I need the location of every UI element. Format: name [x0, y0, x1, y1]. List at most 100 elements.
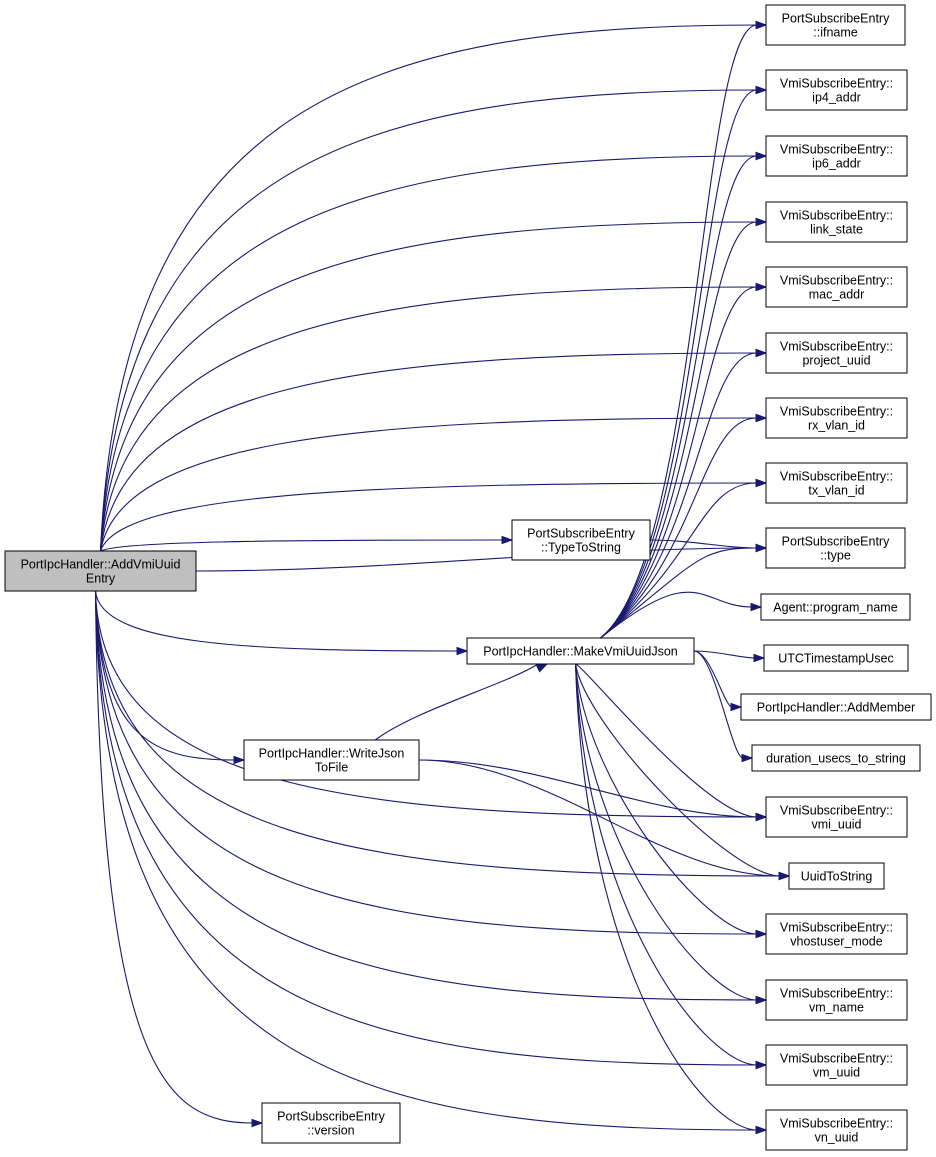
node-box	[765, 462, 908, 504]
edge-write-json-to-file-to-uuid-to-string	[418, 759, 781, 877]
node-label: tx_vlan_id	[808, 484, 864, 498]
node-type[interactable]: PortSubscribeEntry::type	[765, 527, 906, 569]
edge-make-vmi-uuid-json-to-project-uuid	[600, 352, 758, 639]
arrowhead	[755, 929, 768, 939]
node-box	[760, 593, 911, 621]
edge-make-vmi-uuid-json-to-vm-uuid	[574, 663, 758, 1066]
node-box	[765, 1044, 908, 1086]
node-uuid-to-string[interactable]: UuidToString	[788, 862, 885, 890]
arrowhead	[755, 20, 768, 30]
edge-make-vmi-uuid-json-to-vmi-uuid	[575, 663, 758, 818]
node-duration-usecs-to-string[interactable]: duration_usecs_to_string	[751, 744, 921, 772]
node-label: VmiSubscribeEntry::	[780, 77, 893, 91]
node-label: rx_vlan_id	[808, 419, 865, 433]
node-label: ::ifname	[813, 26, 858, 40]
edge-add-vmi-uuid-entry-to-rx-vlan-id	[99, 417, 758, 552]
edge-make-vmi-uuid-json-to-vhostuser-mode	[574, 663, 758, 935]
node-label: PortSubscribeEntry	[527, 527, 635, 541]
node-label: VmiSubscribeEntry::	[780, 143, 893, 157]
node-label: VmiSubscribeEntry::	[780, 987, 893, 1001]
edge-add-vmi-uuid-entry-to-vhostuser-mode	[94, 590, 758, 935]
node-box	[765, 135, 908, 177]
node-label: VmiSubscribeEntry::	[780, 804, 893, 818]
node-box	[765, 69, 908, 111]
node-vm-uuid[interactable]: VmiSubscribeEntry::vm_uuid	[765, 1044, 908, 1086]
node-label: VmiSubscribeEntry::	[780, 405, 893, 419]
node-box	[751, 744, 921, 772]
node-project-uuid[interactable]: VmiSubscribeEntry::project_uuid	[765, 332, 908, 374]
edge-add-vmi-uuid-entry-to-vmi-uuid	[94, 590, 758, 818]
node-utc-timestamp-usec[interactable]: UTCTimestampUsec	[763, 644, 909, 672]
node-vm-name[interactable]: VmiSubscribeEntry::vm_name	[765, 979, 908, 1021]
edge-add-vmi-uuid-entry-to-vn-uuid	[94, 590, 758, 1131]
node-label: UuidToString	[801, 870, 873, 884]
node-box	[765, 266, 908, 308]
node-rx-vlan-id[interactable]: VmiSubscribeEntry::rx_vlan_id	[765, 397, 908, 439]
arrowhead	[755, 478, 768, 488]
edge-make-vmi-uuid-json-to-tx-vlan-id	[600, 482, 758, 639]
node-vn-uuid[interactable]: VmiSubscribeEntry::vn_uuid	[765, 1109, 908, 1151]
node-box	[4, 550, 197, 592]
node-mac-addr[interactable]: VmiSubscribeEntry::mac_addr	[765, 266, 908, 308]
edge-add-vmi-uuid-entry-to-uuid-to-string	[94, 590, 781, 877]
node-label: vmi_uuid	[811, 818, 861, 832]
node-version[interactable]: PortSubscribeEntry::version	[261, 1102, 401, 1144]
arrowhead	[755, 413, 768, 423]
node-label: PortIpcHandler::AddVmiUuid	[21, 558, 181, 572]
arrowhead	[755, 543, 768, 553]
node-ifname[interactable]: PortSubscribeEntry::ifname	[765, 4, 906, 46]
node-label: Entry	[86, 572, 116, 586]
arrowhead	[501, 535, 514, 545]
node-label: PortIpcHandler::MakeVmiUuidJson	[483, 645, 678, 659]
node-label: ip6_addr	[812, 157, 861, 171]
node-make-vmi-uuid-json[interactable]: PortIpcHandler::MakeVmiUuidJson	[466, 637, 695, 665]
node-type-to-string[interactable]: PortSubscribeEntry::TypeToString	[511, 519, 651, 561]
arrowhead	[755, 282, 768, 292]
node-link-state[interactable]: VmiSubscribeEntry::link_state	[765, 201, 908, 243]
node-box	[765, 1109, 908, 1151]
node-label: ::TypeToString	[541, 541, 621, 555]
node-label: PortIpcHandler::AddMember	[757, 701, 915, 715]
edge-add-vmi-uuid-entry-to-tx-vlan-id	[99, 482, 758, 552]
call-nodes: PortIpcHandler::AddVmiUuidEntryPortSubsc…	[4, 4, 932, 1151]
node-label: VmiSubscribeEntry::	[780, 921, 893, 935]
node-add-member[interactable]: PortIpcHandler::AddMember	[740, 693, 932, 721]
node-label: PortSubscribeEntry	[782, 535, 890, 549]
node-box	[763, 644, 909, 672]
edge-make-vmi-uuid-json-to-ip6-addr	[600, 155, 758, 639]
edge-make-vmi-uuid-json-to-rx-vlan-id	[600, 417, 758, 639]
node-box	[261, 1102, 401, 1144]
arrowhead	[755, 1125, 768, 1135]
edge-add-vmi-uuid-entry-to-ip4-addr	[99, 89, 758, 552]
node-tx-vlan-id[interactable]: VmiSubscribeEntry::tx_vlan_id	[765, 462, 908, 504]
arrowhead	[535, 663, 549, 673]
call-edges	[94, 20, 791, 1135]
node-label: VmiSubscribeEntry::	[780, 1117, 893, 1131]
edge-add-vmi-uuid-entry-to-link-state	[99, 221, 758, 552]
node-label: mac_addr	[809, 288, 865, 302]
edge-add-vmi-uuid-entry-to-version	[94, 590, 254, 1124]
edge-add-vmi-uuid-entry-to-type	[195, 547, 758, 572]
node-box	[765, 979, 908, 1021]
edge-make-vmi-uuid-json-to-ip4-addr	[600, 89, 758, 639]
edge-add-vmi-uuid-entry-to-make-vmi-uuid-json	[94, 590, 459, 652]
node-label: ::type	[820, 549, 851, 563]
arrowhead	[755, 1060, 768, 1070]
node-vmi-uuid[interactable]: VmiSubscribeEntry::vmi_uuid	[765, 796, 908, 838]
node-label: vm_uuid	[813, 1066, 860, 1080]
node-ip4-addr[interactable]: VmiSubscribeEntry::ip4_addr	[765, 69, 908, 111]
edge-make-vmi-uuid-json-to-link-state	[600, 221, 758, 639]
node-ip6-addr[interactable]: VmiSubscribeEntry::ip6_addr	[765, 135, 908, 177]
edge-add-vmi-uuid-entry-to-write-json-to-file	[94, 590, 236, 761]
arrowhead	[753, 653, 766, 663]
node-box	[765, 527, 906, 569]
node-vhostuser-mode[interactable]: VmiSubscribeEntry::vhostuser_mode	[765, 913, 908, 955]
node-box	[765, 4, 906, 46]
node-label: vm_name	[809, 1001, 864, 1015]
node-program-name[interactable]: Agent::program_name	[760, 593, 911, 621]
node-box	[765, 332, 908, 374]
node-box	[765, 397, 908, 439]
